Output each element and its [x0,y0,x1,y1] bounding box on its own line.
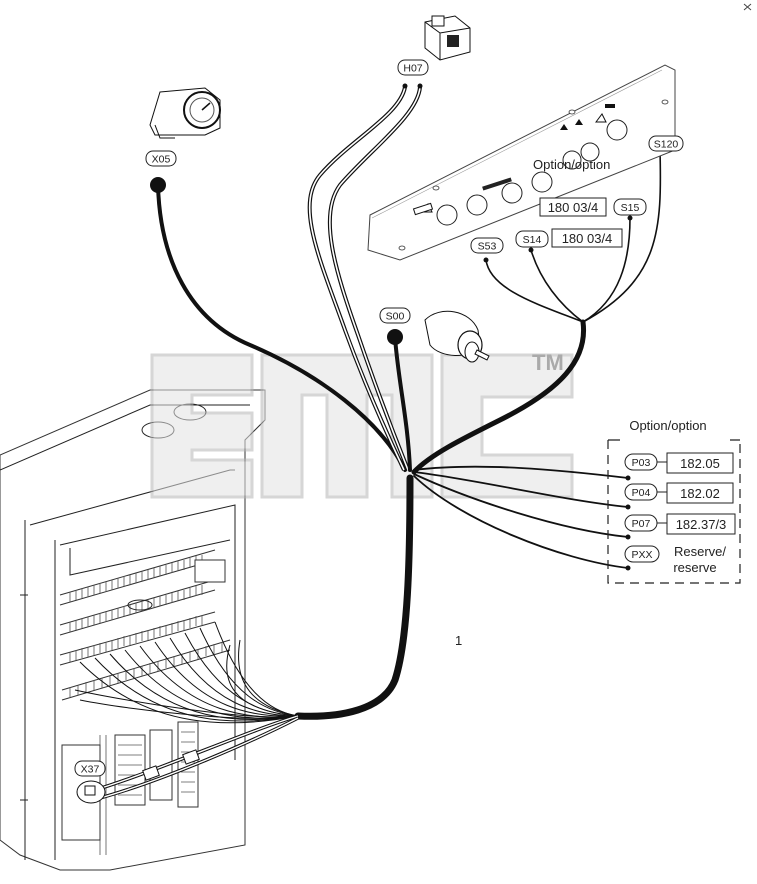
tag-p07: P07 [624,514,658,532]
tag-s120: S120 [648,135,684,152]
svg-text:182.02: 182.02 [680,486,720,501]
svg-text:180 03/4: 180 03/4 [562,231,613,246]
svg-text:PXX: PXX [631,549,652,561]
svg-text:S14: S14 [523,234,542,246]
reserve-line1: Reserve/ [674,544,726,559]
electrical-cabinet [0,389,266,871]
ref-p04: 182.02 [666,482,734,504]
tag-h07: H07 [397,59,429,76]
switch-panel [367,64,676,261]
svg-text:S00: S00 [386,311,405,323]
h07-connector-icon [424,15,471,61]
svg-text:180 03/4: 180 03/4 [548,200,599,215]
svg-text:P04: P04 [632,487,651,499]
tag-x05: X05 [145,150,177,167]
tag-p03: P03 [624,453,658,471]
option-group-right: Option/option P03 182.05 P04 182.02 P07 … [607,418,741,584]
ref-s14: 180 03/4 [551,228,623,248]
reserve-line2: reserve [673,560,716,575]
option-label-right: Option/option [629,418,706,433]
x05-gauge-icon [149,87,221,139]
s00-key-switch-icon [424,310,490,363]
ref-p07: 182.37/3 [666,513,736,535]
ref-s15: 180 03/4 [539,197,607,217]
svg-text:X37: X37 [81,764,100,776]
svg-text:X05: X05 [152,154,171,166]
tag-s00: S00 [379,307,411,324]
watermark-tm: TM [532,350,564,375]
svg-text:P07: P07 [632,518,651,530]
tag-s15: S15 [613,198,647,216]
svg-text:182.37/3: 182.37/3 [676,517,727,532]
svg-text:S120: S120 [654,139,679,151]
s00-plug [387,329,403,345]
tag-pxx: PXX [624,545,660,563]
item-number: 1 [455,633,462,648]
svg-text:P03: P03 [632,457,651,469]
svg-text:S15: S15 [621,202,640,214]
svg-text:S53: S53 [478,241,497,253]
option-label-top: Option/option [533,157,610,172]
watermark-logo: TM [150,350,574,499]
ref-p03: 182.05 [666,452,734,474]
corner-mark [743,3,752,11]
tag-s14: S14 [515,230,549,248]
tag-x37: X37 [74,760,106,777]
tag-s53: S53 [470,237,504,254]
x05-plug [150,177,166,193]
svg-text:H07: H07 [403,63,422,75]
svg-text:182.05: 182.05 [680,456,720,471]
main-harness [74,86,662,804]
tag-p04: P04 [624,483,658,501]
